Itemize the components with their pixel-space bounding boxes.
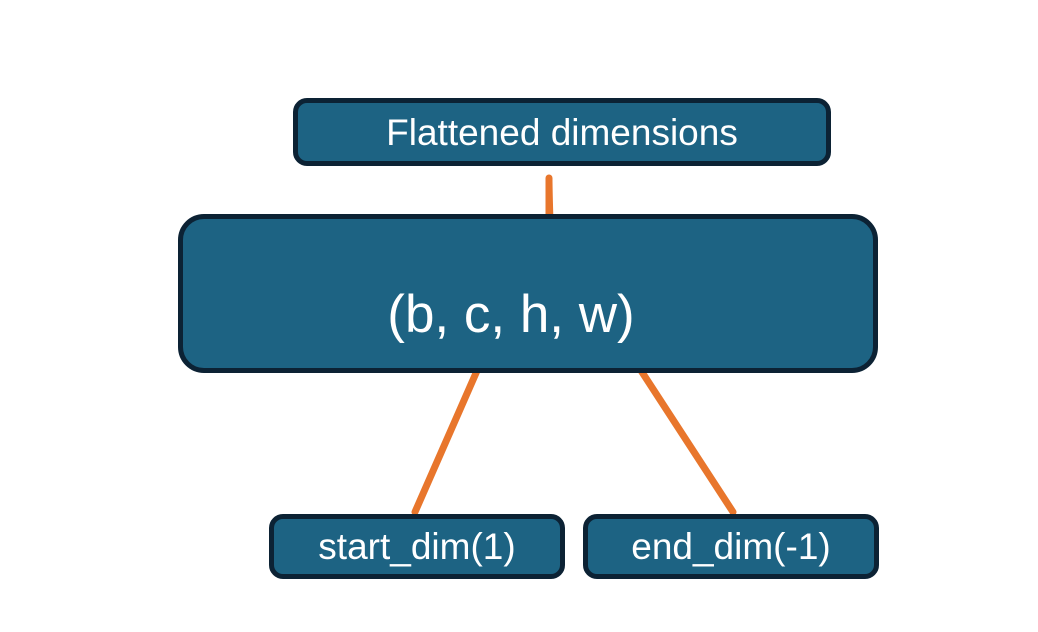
- flattened-dimensions-label: Flattened dimensions: [386, 111, 738, 153]
- tensor-shape-node[interactable]: (b, c, h, w): [178, 214, 878, 373]
- end-dim-label: end_dim(-1): [631, 526, 831, 567]
- tensor-shape-label: (b, c, h, w): [387, 285, 635, 344]
- end-dim-node[interactable]: end_dim(-1): [583, 514, 879, 579]
- flattened-dimensions-node[interactable]: Flattened dimensions: [293, 98, 831, 166]
- start-dim-node[interactable]: start_dim(1): [269, 514, 565, 579]
- start-dim-label: start_dim(1): [318, 526, 516, 567]
